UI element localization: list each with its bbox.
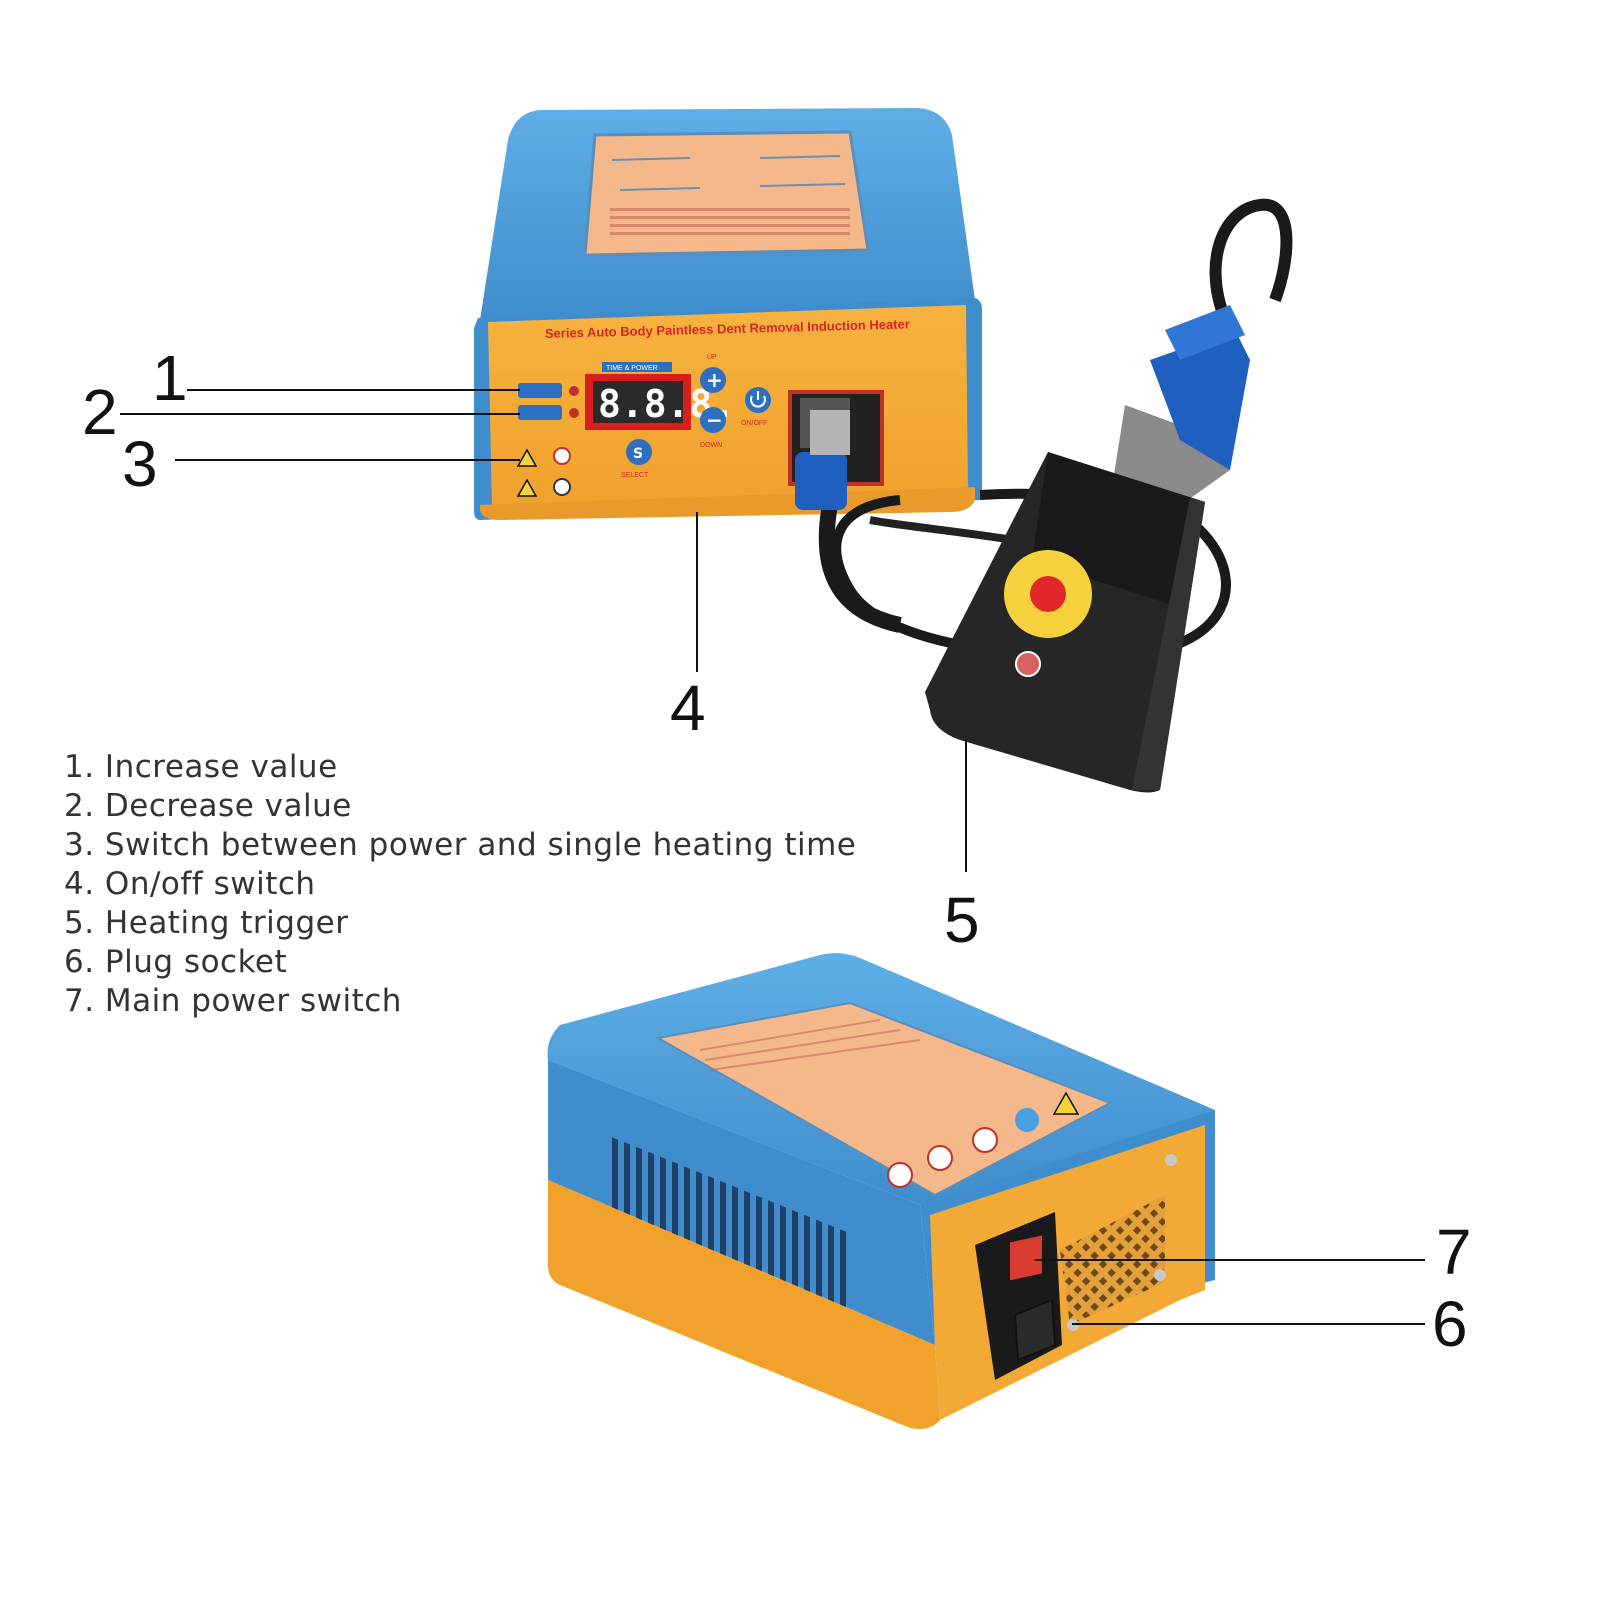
legend-item: 7. Main power switch: [64, 983, 402, 1019]
legend-item: 3. Switch between power and single heati…: [64, 827, 857, 863]
screw-icon: [1165, 1154, 1177, 1166]
prohibited-icon: [972, 1127, 998, 1153]
legend-item: 6. Plug socket: [64, 944, 288, 980]
select-icon: S: [633, 446, 643, 462]
prohibited-icon: [927, 1145, 953, 1171]
up-label: UP: [707, 354, 717, 361]
info-icon: [1015, 1108, 1039, 1132]
callout-6: 6: [1432, 1288, 1468, 1360]
callout-4: 4: [670, 672, 706, 744]
callout-5: 5: [944, 884, 980, 956]
down-button[interactable]: [700, 407, 726, 433]
prohibited-icon: [553, 478, 571, 496]
rear-heater-unit: [547, 953, 1215, 1429]
minus-icon: −: [706, 408, 723, 432]
prohibited-icon: [887, 1162, 913, 1188]
select-label: SELECT: [621, 472, 649, 479]
plug-socket[interactable]: [1013, 1298, 1057, 1362]
callout-1: 1: [152, 342, 188, 414]
select-button[interactable]: [626, 439, 652, 465]
up-button[interactable]: [700, 367, 726, 393]
callout-2: 2: [82, 376, 118, 448]
legend-list: 1. Increase value 2. Decrease value 3. S…: [64, 748, 964, 1021]
down-label: DOWN: [700, 442, 722, 449]
onoff-label: ON/OFF: [741, 420, 767, 427]
decrease-button[interactable]: [518, 405, 562, 420]
indicator-led: [569, 386, 579, 396]
power-icon: [750, 395, 766, 408]
trigger-button-icon: [1030, 576, 1066, 612]
indicator-led: [569, 408, 579, 418]
display-header: TIME & POWER: [606, 365, 658, 372]
top-instruction-label: [583, 130, 870, 257]
cable-connector: [795, 452, 847, 510]
warning-icon: [1052, 1091, 1080, 1115]
callout-lines: [120, 389, 1425, 1325]
legend-item: 5. Heating trigger: [64, 905, 349, 941]
callout-3: 3: [122, 428, 158, 500]
screw-icon: [1154, 1269, 1166, 1281]
front-heater-unit: Series Auto Body Paintless Dent Removal …: [474, 108, 982, 520]
top-instruction-label: [655, 1001, 1113, 1197]
warning-icon: [516, 478, 538, 497]
legend-item: 1. Increase value: [64, 749, 338, 785]
handle-connector: [1150, 330, 1250, 470]
increase-button[interactable]: [518, 383, 562, 398]
legend-item: 2. Decrease value: [64, 788, 352, 824]
prohibited-icon: [553, 447, 571, 465]
legend-item: 4. On/off switch: [64, 866, 316, 902]
heater-handle-assembly: [795, 198, 1293, 793]
main-power-switch[interactable]: [1010, 1235, 1042, 1281]
warning-icon: [516, 448, 538, 467]
plus-icon: +: [706, 368, 723, 392]
callout-7: 7: [1436, 1216, 1472, 1288]
temperature-icon: [1015, 651, 1041, 677]
